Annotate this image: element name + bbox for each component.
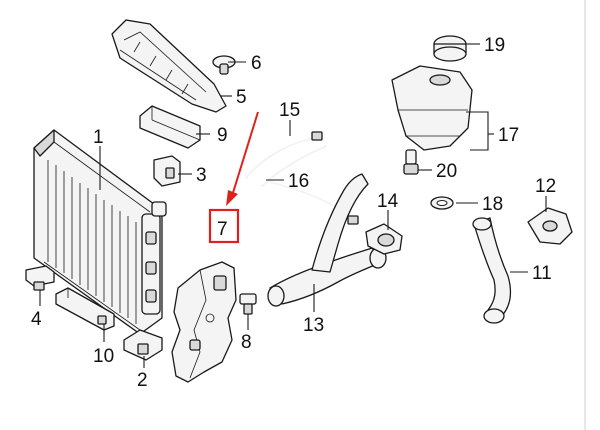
callout-13: 13 <box>303 315 324 336</box>
air-deflector-part <box>111 19 227 113</box>
callout-2: 2 <box>137 370 148 391</box>
callout-17: 17 <box>498 125 519 146</box>
callout-4: 4 <box>31 309 42 330</box>
callout-numbers: 1 2 3 4 5 6 7 8 9 10 11 12 13 14 15 16 1… <box>31 35 556 391</box>
drain-plug-part <box>239 293 257 315</box>
callout-8: 8 <box>241 332 252 353</box>
callout-10: 10 <box>93 346 114 367</box>
callout-5: 5 <box>236 87 247 108</box>
callout-6: 6 <box>251 53 262 74</box>
callout-14: 14 <box>377 191 399 212</box>
highlight-box <box>208 208 240 244</box>
callout-12: 12 <box>535 176 556 197</box>
callout-19: 19 <box>484 35 505 56</box>
leader-lines <box>39 43 547 368</box>
o-ring-part <box>430 196 454 210</box>
callout-9: 9 <box>217 125 228 146</box>
sensor-part <box>403 149 419 175</box>
lower-bracket-part <box>123 329 163 361</box>
callout-11: 11 <box>532 263 552 284</box>
highlight-arrow <box>231 111 259 197</box>
thermostat-housing-part <box>365 223 403 255</box>
callout-1: 1 <box>93 127 104 148</box>
callout-20: 20 <box>436 161 457 182</box>
callout-7: 7 <box>217 219 228 240</box>
callout-16: 16 <box>288 171 309 192</box>
clip-part <box>212 55 236 75</box>
lower-hose-part <box>472 217 512 324</box>
bracket-part <box>153 155 181 187</box>
expansion-tank-part <box>391 65 473 151</box>
radiator-part <box>33 129 167 335</box>
highlight-group <box>208 111 259 244</box>
thermostat-cover-part <box>527 207 573 245</box>
splash-shield-part <box>171 261 237 383</box>
highlight-arrowhead <box>226 190 238 206</box>
mount-part <box>25 265 55 291</box>
lower-seal-part <box>55 287 115 331</box>
upper-hose-part <box>267 173 387 307</box>
callout-15: 15 <box>279 100 300 121</box>
callout-18: 18 <box>482 194 503 215</box>
bleed-hoses-part <box>245 131 359 225</box>
reservoir-cap-part <box>433 35 467 62</box>
callout-3: 3 <box>196 165 207 186</box>
seal-part <box>139 105 201 149</box>
